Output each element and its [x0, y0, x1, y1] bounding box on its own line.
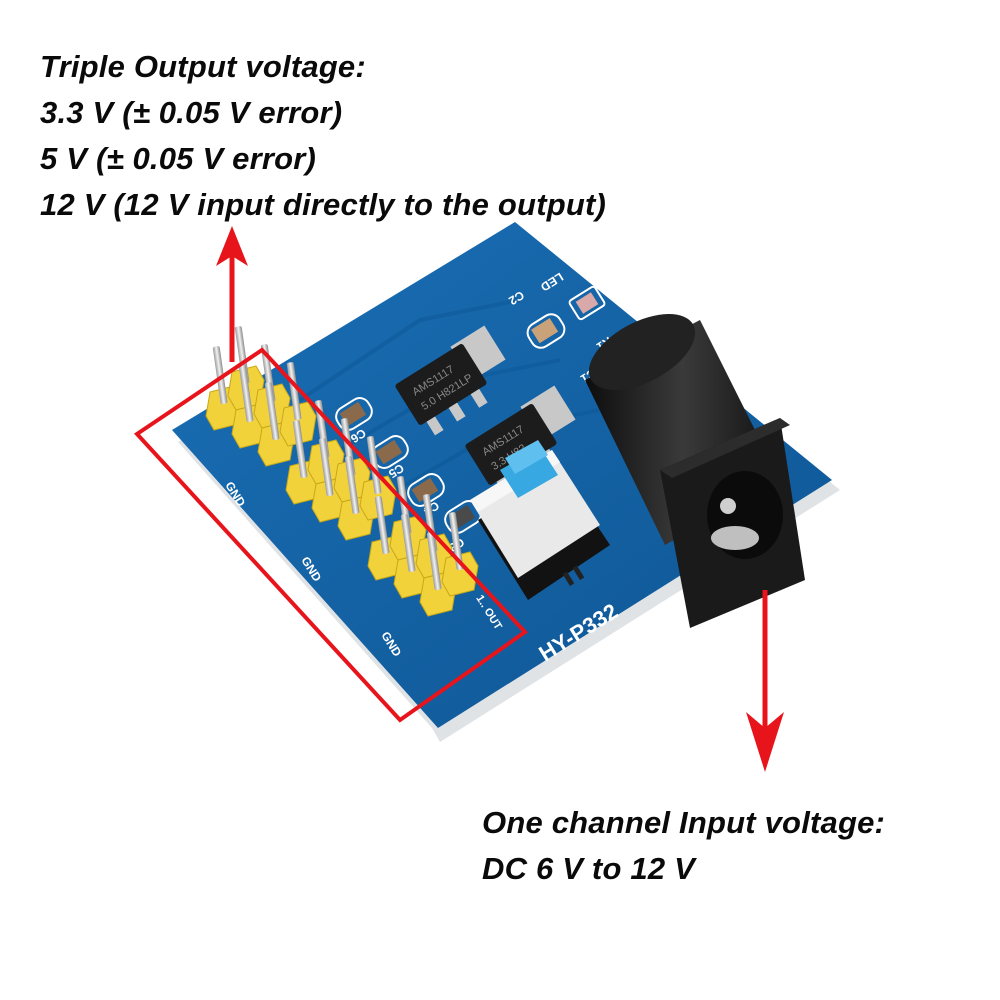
header-pin[interactable]: [212, 346, 228, 405]
dc-barrel-jack[interactable]: [577, 298, 805, 628]
output-voltage-title: Triple Output voltage:: [40, 49, 366, 84]
header-pin[interactable]: [264, 382, 280, 441]
arrow-up-icon: [216, 226, 248, 362]
led-component: [568, 285, 606, 321]
header-pin[interactable]: [286, 362, 302, 421]
pin-header-group[interactable]: [205, 326, 317, 467]
highlight-box: [133, 347, 529, 723]
output-pin-headers[interactable]: [205, 326, 479, 617]
output-voltage-line-12v: 12 V (12 V input directly to the output): [40, 187, 607, 222]
pin-header-group[interactable]: [367, 476, 479, 617]
header-pin[interactable]: [318, 438, 334, 497]
header-pin[interactable]: [292, 420, 308, 479]
pin-header-group[interactable]: [285, 400, 397, 541]
output-voltage-line-5v: 5 V (± 0.05 V error): [40, 141, 317, 176]
output-voltage-line-3v3: 3.3 V (± 0.05 V error): [40, 95, 343, 130]
input-voltage-range: DC 6 V to 12 V: [482, 851, 695, 886]
capacitor-c2: [526, 313, 566, 349]
header-pin[interactable]: [344, 456, 360, 515]
output-voltage-annotation: Triple Output voltage: 3.3 V (± 0.05 V e…: [40, 44, 606, 228]
power-switch[interactable]: [470, 440, 610, 600]
input-voltage-annotation: One channel Input voltage: DC 6 V to 12 …: [482, 800, 885, 892]
regulator-5v: AMS1117 5.0 H821LP: [395, 325, 506, 436]
capacitor-c4: [407, 473, 445, 507]
input-voltage-title: One channel Input voltage:: [482, 805, 886, 840]
pin-header-base: [441, 551, 479, 597]
header-pin[interactable]: [366, 436, 382, 495]
header-pin[interactable]: [374, 496, 390, 555]
arrow-down-icon: [746, 590, 784, 772]
header-pin[interactable]: [426, 532, 442, 591]
header-pin[interactable]: [448, 512, 464, 571]
header-pin[interactable]: [400, 514, 416, 573]
header-pin[interactable]: [238, 364, 254, 423]
